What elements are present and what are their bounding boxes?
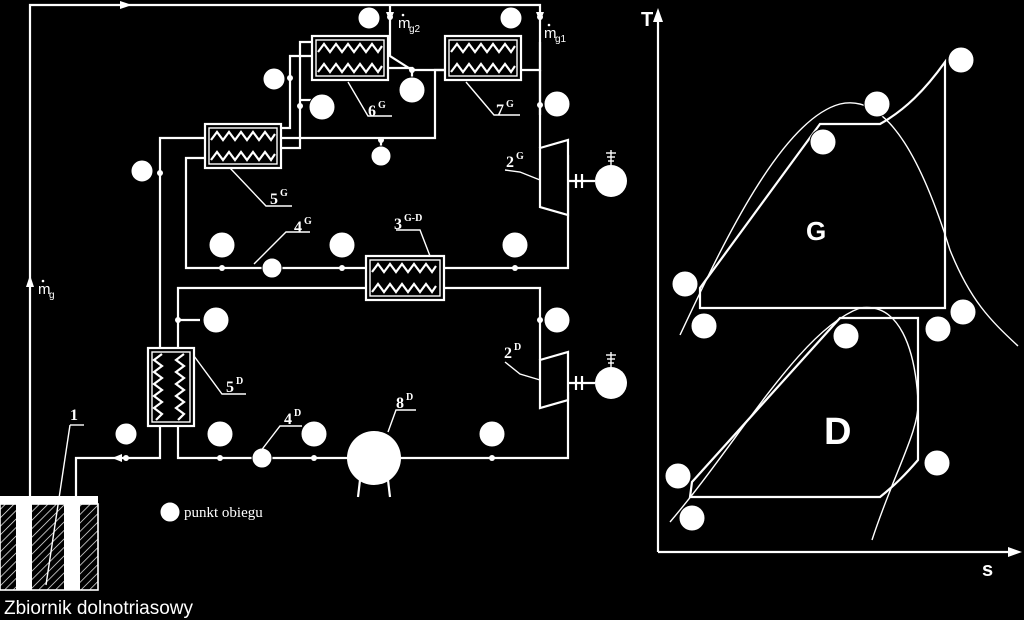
label-2d: 2 bbox=[504, 345, 512, 362]
component-labels: 6 G 7 G 5 G 2 G 4 G 3 G-D 5 D 2 D 4 D 8 … bbox=[70, 99, 524, 428]
hx-6g bbox=[310, 34, 390, 82]
svg-text:G-D: G-D bbox=[404, 213, 422, 224]
junction-dots bbox=[123, 14, 543, 461]
svg-text:g1: g1 bbox=[555, 34, 567, 45]
dome-d bbox=[669, 306, 919, 541]
svg-text:G: G bbox=[304, 216, 312, 227]
svg-text:D: D bbox=[294, 408, 301, 419]
svg-text:G: G bbox=[280, 188, 288, 199]
generator-g-icon bbox=[595, 165, 627, 197]
legend-label: punkt obiegu bbox=[184, 505, 263, 521]
label-mg2: m bbox=[398, 15, 411, 32]
label-3gd: 3 bbox=[394, 216, 402, 233]
svg-text:G: G bbox=[506, 99, 514, 110]
label-2g: 2 bbox=[506, 154, 514, 171]
svg-text:D: D bbox=[406, 392, 413, 403]
label-mg1: m bbox=[544, 25, 557, 42]
label-leaders bbox=[193, 81, 541, 453]
label-1: 1 bbox=[70, 407, 78, 424]
label-4g: 4 bbox=[294, 219, 302, 236]
d-loop-pipes bbox=[74, 286, 570, 496]
s-axis-label: s bbox=[982, 559, 993, 581]
flow-arrow-top bbox=[120, 1, 132, 9]
generator-d-icon bbox=[595, 367, 627, 399]
label-5d: 5 bbox=[226, 379, 234, 396]
label-8d: 8 bbox=[396, 395, 404, 412]
cycle-d bbox=[688, 316, 920, 499]
flow-labels: m g2 m g1 m g bbox=[38, 13, 567, 301]
t-axis-label: T bbox=[641, 9, 653, 31]
legend-point-icon bbox=[159, 501, 181, 523]
svg-text:D: D bbox=[236, 376, 243, 387]
cycle-g-label: G bbox=[806, 216, 826, 246]
cycle-g bbox=[698, 58, 947, 310]
hx-7g bbox=[443, 34, 523, 82]
reservoir bbox=[0, 424, 99, 591]
svg-text:G: G bbox=[378, 100, 386, 111]
tank-label: Zbiornik dolnotriasowy bbox=[4, 598, 194, 619]
svg-text:g2: g2 bbox=[409, 24, 421, 35]
state-points-schematic bbox=[114, 6, 571, 523]
label-6g: 6 bbox=[368, 103, 376, 120]
hx-3gd bbox=[364, 254, 446, 302]
label-7g: 7 bbox=[496, 102, 504, 119]
ts-diagram: T s G D bbox=[641, 8, 1022, 581]
cycle-d-label: D bbox=[824, 411, 851, 453]
flow-arrow-left bbox=[26, 275, 34, 287]
label-4d: 4 bbox=[284, 411, 292, 428]
label-mg: m bbox=[38, 281, 51, 298]
g-loop-pipes bbox=[158, 40, 570, 348]
turbine-2g bbox=[538, 138, 627, 217]
s-axis-arrow-icon bbox=[1008, 547, 1022, 557]
svg-text:g: g bbox=[49, 290, 55, 301]
hx-5g bbox=[203, 122, 283, 170]
svg-text:G: G bbox=[516, 151, 524, 162]
svg-text:D: D bbox=[514, 342, 521, 353]
t-axis-arrow-icon bbox=[653, 8, 663, 22]
pump-8d bbox=[347, 431, 401, 498]
label-5g: 5 bbox=[270, 191, 278, 208]
hx-5d bbox=[146, 346, 196, 428]
turbine-2d bbox=[538, 350, 627, 410]
